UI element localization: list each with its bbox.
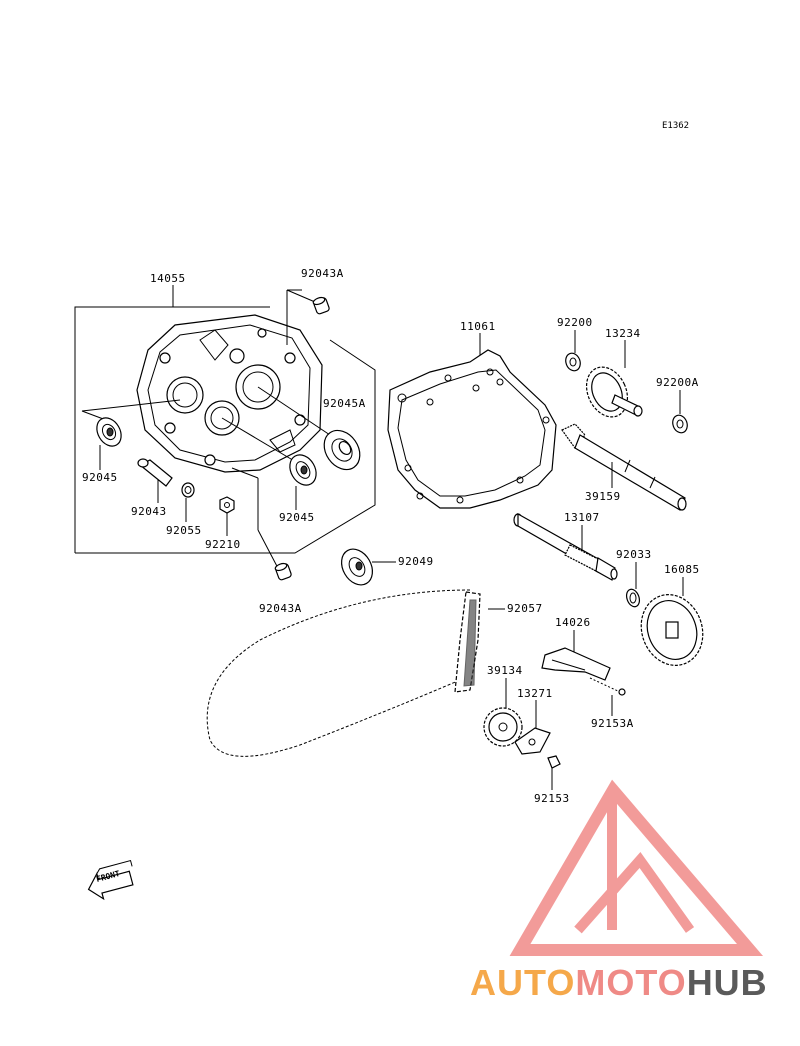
gasket-11061[interactable]: [387, 349, 557, 509]
label-39159[interactable]: 39159: [585, 490, 621, 503]
label-92045A[interactable]: 92045A: [323, 397, 366, 410]
label-92045-right[interactable]: 92045: [279, 511, 315, 524]
washer-92055[interactable]: [181, 482, 195, 498]
watermark-hub: HUB: [686, 962, 768, 1003]
crankcase-cover-14055[interactable]: [136, 314, 323, 473]
bolt-92153[interactable]: [547, 755, 561, 769]
bearing-92045A[interactable]: [317, 424, 367, 477]
washer-92200[interactable]: [563, 351, 582, 373]
bearing-92045-left[interactable]: [92, 414, 126, 451]
bearing-92045-right[interactable]: [285, 450, 322, 490]
label-11061[interactable]: 11061: [460, 320, 496, 333]
sprocket-39134[interactable]: [483, 707, 523, 747]
automotohub-logo-icon: [509, 779, 764, 956]
oil-seal-92049[interactable]: [335, 544, 378, 591]
dowel-pin-92043A-bottom[interactable]: [274, 562, 292, 581]
label-92055[interactable]: 92055: [166, 524, 202, 537]
label-92043A-top[interactable]: 92043A: [301, 267, 344, 280]
label-14055[interactable]: 14055: [150, 272, 186, 285]
label-92200A[interactable]: 92200A: [656, 376, 699, 389]
dowel-pin-92043A-top[interactable]: [312, 296, 330, 315]
pin-92043[interactable]: [137, 458, 173, 487]
label-92045-left[interactable]: 92045: [82, 471, 118, 484]
circlip-92033[interactable]: [624, 587, 641, 608]
drive-chain-92057[interactable]: [206, 589, 481, 757]
plate-13271[interactable]: [514, 727, 551, 755]
label-92043A-bottom[interactable]: 92043A: [259, 602, 302, 615]
bolt-92153A[interactable]: [589, 677, 626, 696]
shaft-13107[interactable]: [513, 512, 618, 581]
nut-92210[interactable]: [219, 496, 235, 514]
gear-16085[interactable]: [631, 586, 712, 674]
watermark-moto: MOTO: [575, 962, 687, 1003]
label-92033[interactable]: 92033: [616, 548, 652, 561]
diagram-code: E1362: [662, 121, 690, 131]
label-92210[interactable]: 92210: [205, 538, 241, 551]
front-arrow-icon: [87, 859, 134, 901]
watermark-auto: AUTO: [470, 962, 576, 1003]
case-group-outline: [74, 285, 376, 554]
label-92049[interactable]: 92049: [398, 555, 434, 568]
label-13234[interactable]: 13234: [605, 327, 641, 340]
label-13271[interactable]: 13271: [517, 687, 553, 700]
label-92043[interactable]: 92043: [131, 505, 167, 518]
washer-92200A[interactable]: [670, 413, 689, 435]
label-92200[interactable]: 92200: [557, 316, 593, 329]
label-16085[interactable]: 16085: [664, 563, 700, 576]
label-39134[interactable]: 39134: [487, 664, 523, 677]
label-92153A[interactable]: 92153A: [591, 717, 634, 730]
label-14026[interactable]: 14026: [555, 616, 591, 629]
label-92153[interactable]: 92153: [534, 792, 570, 805]
chain-cover-14026[interactable]: [541, 647, 611, 681]
automotohub-watermark: AUTOMOTOHUB: [470, 962, 768, 1004]
shaft-39159[interactable]: [561, 423, 687, 511]
label-13107[interactable]: 13107: [564, 511, 600, 524]
gear-13234[interactable]: [579, 360, 643, 423]
label-92057[interactable]: 92057: [507, 602, 543, 615]
